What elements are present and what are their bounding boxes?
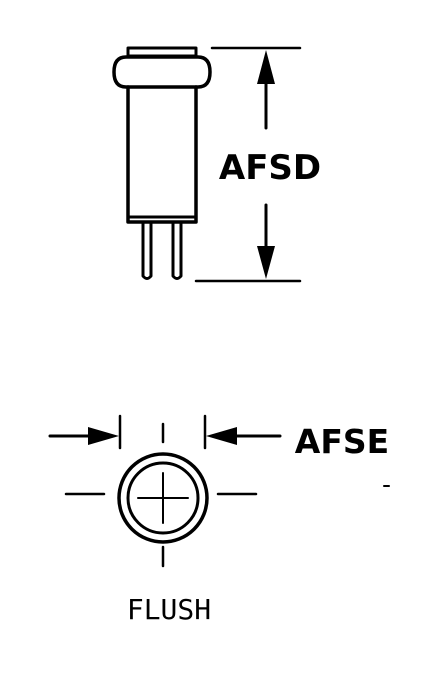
arrow-left-icon [206, 427, 237, 445]
view-caption: FLUSH [127, 593, 211, 626]
lamp-front-view [64, 422, 258, 568]
height-dimension-label: AFSD [219, 148, 321, 188]
lamp-side-view [112, 46, 212, 280]
lamp-body [126, 85, 198, 224]
diameter-dimension-label: AFSE [295, 422, 389, 461]
lamp-pin-right [171, 220, 183, 280]
height-dimension: AFSD [194, 46, 321, 283]
lamp-pin-left [141, 220, 153, 280]
arrow-right-icon [88, 427, 119, 445]
arrow-down-icon [257, 246, 275, 279]
arrow-up-icon [257, 50, 275, 84]
lamp-outer-ring [117, 452, 209, 544]
lamp-top-cap [126, 46, 198, 58]
lamp-flange [112, 55, 212, 89]
diameter-dimension: AFSE [48, 414, 390, 487]
lamp-inner-lens [126, 461, 200, 535]
